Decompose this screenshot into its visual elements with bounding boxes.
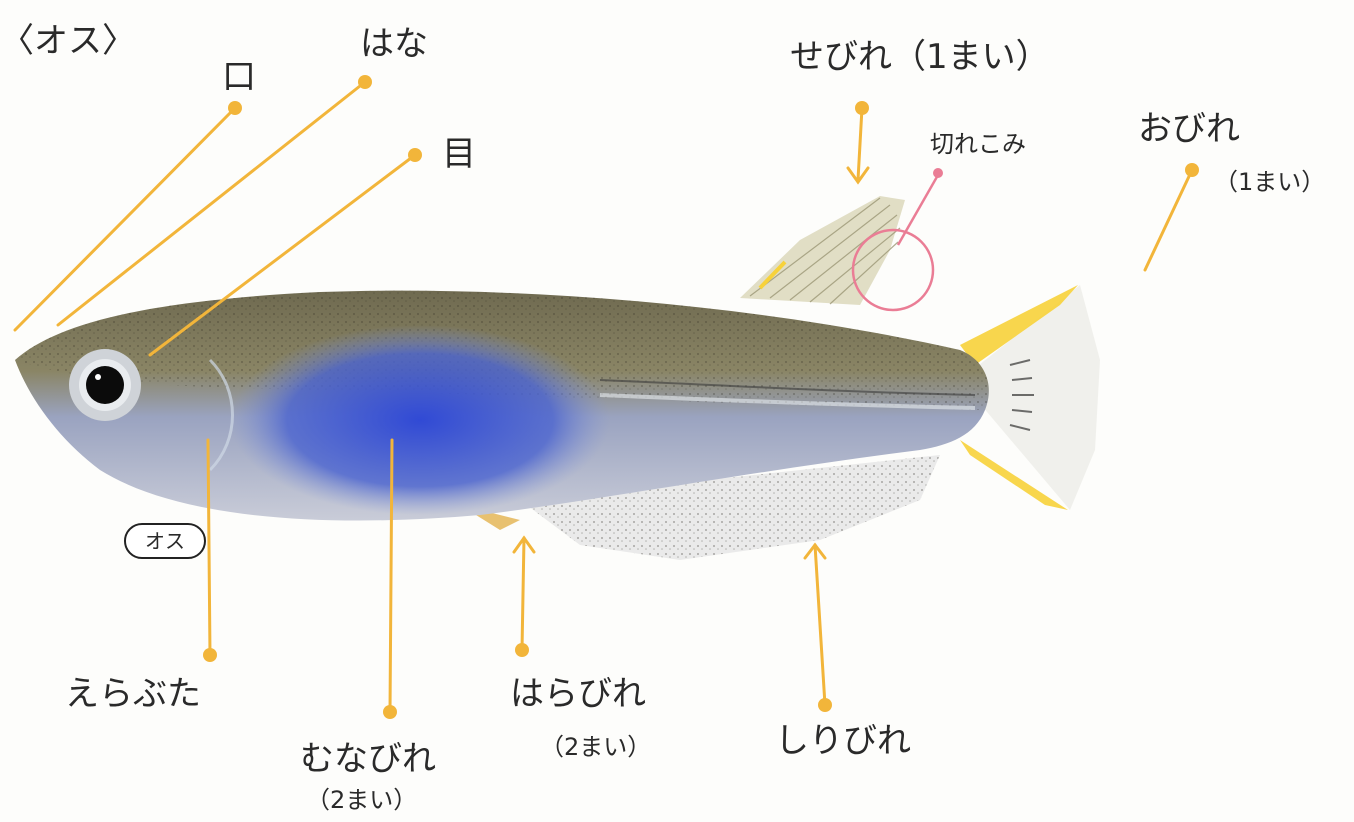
label-kirekomi: 切れこみ [930, 130, 1026, 158]
label-munabire: むなびれ [300, 739, 436, 779]
label-erabuta: えらぶた [65, 674, 201, 714]
label-kuchi: 口 [222, 57, 256, 97]
blue-belly [230, 325, 610, 515]
label-obire: おびれ [1138, 109, 1240, 149]
label-harabire-count: （2まい） [540, 733, 651, 761]
fish [15, 196, 1100, 560]
eye [69, 349, 141, 421]
label-munabire-count: （2まい） [306, 786, 417, 814]
label-obire-count: （1まい） [1214, 168, 1325, 196]
label-hana: はな [360, 24, 428, 64]
label-shiribire: しりびれ [775, 721, 911, 761]
label-sebire: せびれ（1まい） [790, 37, 1050, 77]
male-badge-label: オス [145, 529, 185, 553]
male-badge: オス [125, 524, 205, 558]
label-harabire: はらびれ [510, 674, 646, 714]
label-me: 目 [442, 134, 476, 174]
title-label: 〈オス〉 [0, 21, 136, 61]
